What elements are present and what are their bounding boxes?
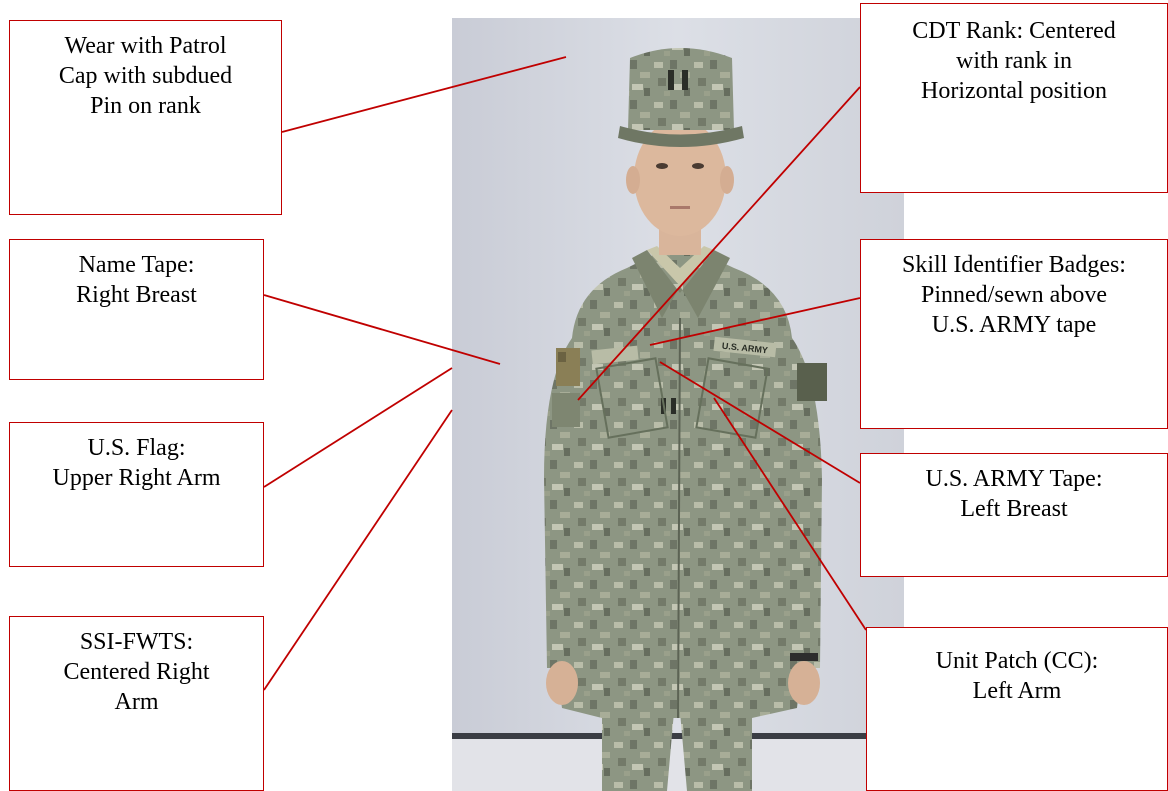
callout-us-flag: U.S. Flag: Upper Right Arm xyxy=(9,422,264,567)
callout-army-tape: U.S. ARMY Tape: Left Breast xyxy=(860,453,1168,577)
cap-rank-bar-1 xyxy=(668,70,674,90)
callout-skill-badges: Skill Identifier Badges: Pinned/sewn abo… xyxy=(860,239,1168,429)
left-ear xyxy=(720,166,734,194)
callout-cdt-rank-text: CDT Rank: Centered with rank in Horizont… xyxy=(912,18,1116,104)
left-hand xyxy=(788,661,820,705)
callout-patrol-cap: Wear with Patrol Cap with subdued Pin on… xyxy=(9,20,282,215)
right-ear xyxy=(626,166,640,194)
us-flag-field xyxy=(558,352,566,362)
callout-name-tape-text: Name Tape: Right Breast xyxy=(76,252,197,308)
callout-ssi-fwts-text: SSI-FWTS: Centered Right Arm xyxy=(63,629,210,715)
callout-army-tape-text: U.S. ARMY Tape: Left Breast xyxy=(925,466,1103,522)
callout-us-flag-text: U.S. Flag: Upper Right Arm xyxy=(52,435,221,491)
unit-patch xyxy=(797,363,827,401)
baseboard xyxy=(452,733,904,739)
callout-patrol-cap-text: Wear with Patrol Cap with subdued Pin on… xyxy=(58,33,233,119)
right-hand xyxy=(546,661,578,705)
mouth xyxy=(670,206,690,209)
leader-us-flag xyxy=(263,367,453,488)
floor xyxy=(452,739,904,791)
callout-name-tape: Name Tape: Right Breast xyxy=(9,239,264,380)
soldier-photo: U.S. ARMY xyxy=(452,18,904,791)
callout-ssi-fwts: SSI-FWTS: Centered Right Arm xyxy=(9,616,264,791)
callout-skill-badges-text: Skill Identifier Badges: Pinned/sewn abo… xyxy=(902,252,1126,338)
callout-cdt-rank: CDT Rank: Centered with rank in Horizont… xyxy=(860,3,1168,193)
cap-rank-bar-2 xyxy=(682,70,688,90)
callout-unit-patch: Unit Patch (CC): Left Arm xyxy=(866,627,1168,791)
watch xyxy=(790,653,818,661)
soldier-illustration: U.S. ARMY xyxy=(452,18,904,791)
ssi-patch xyxy=(552,393,580,427)
right-eye xyxy=(656,163,668,169)
left-eye xyxy=(692,163,704,169)
chest-rank-bar-2 xyxy=(671,398,676,414)
leader-ssi-fwts xyxy=(263,409,453,691)
patrol-cap xyxy=(628,48,734,130)
callout-unit-patch-text: Unit Patch (CC): Left Arm xyxy=(935,648,1099,704)
